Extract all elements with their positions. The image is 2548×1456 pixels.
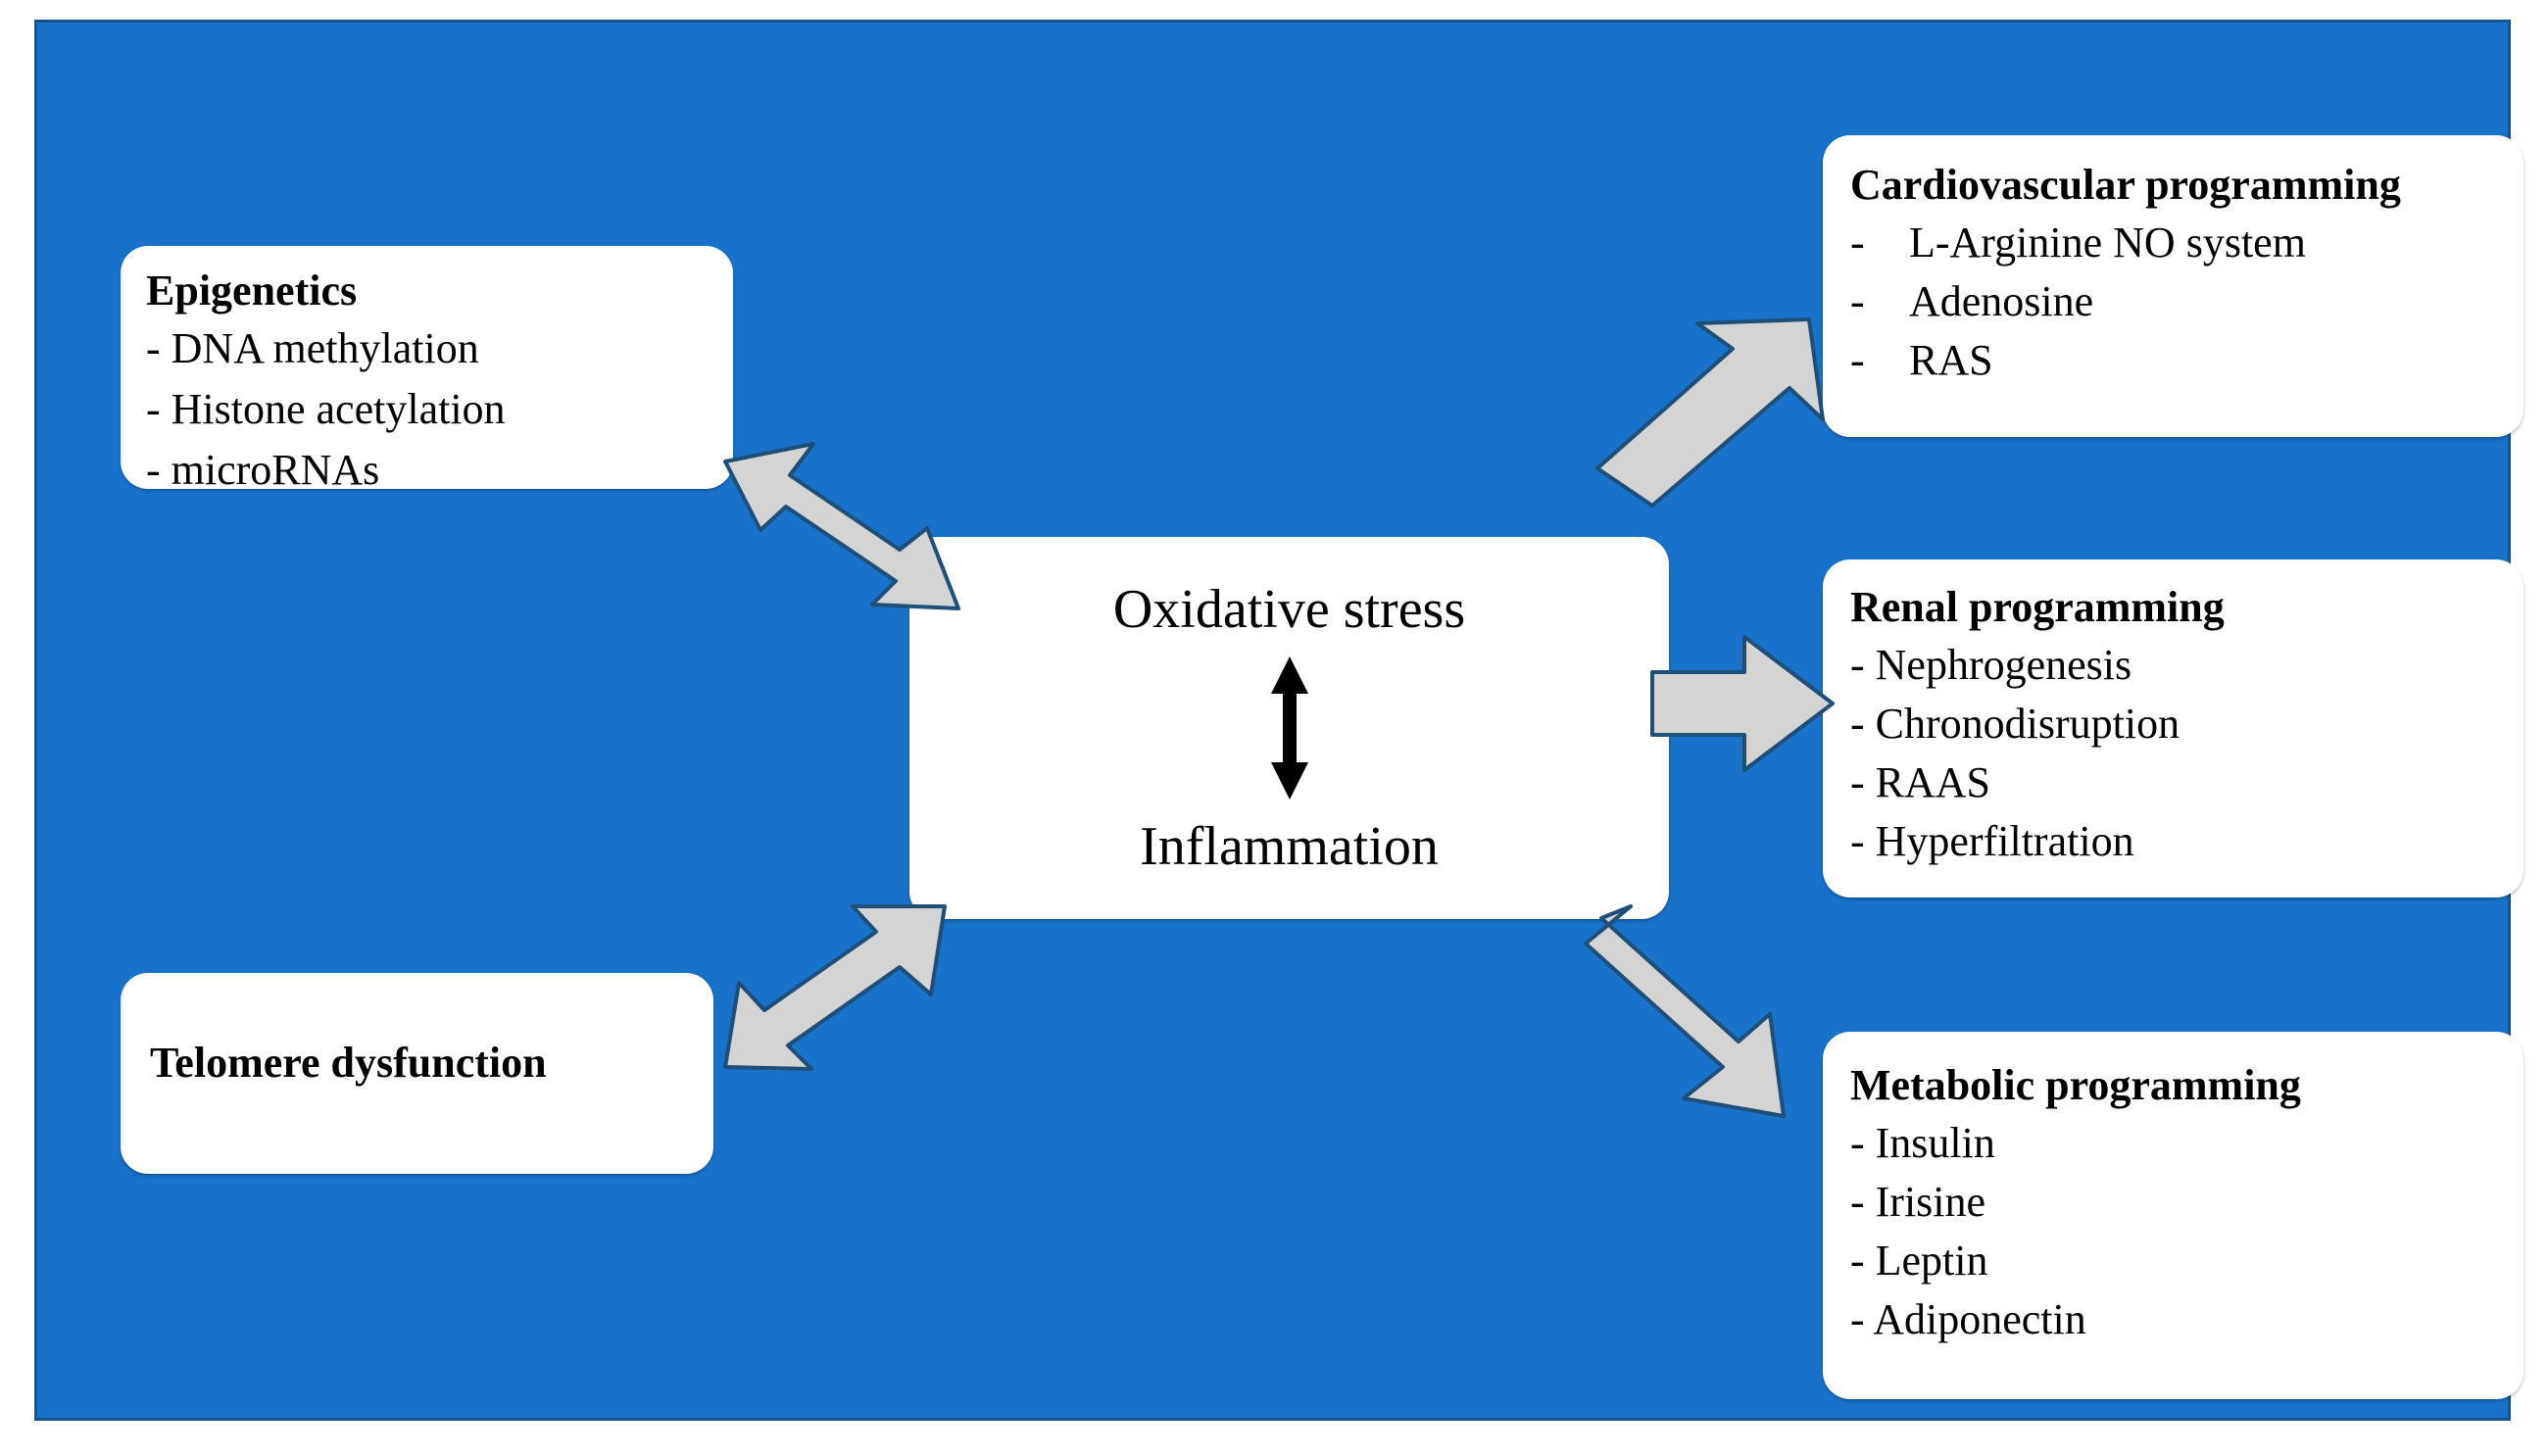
metabolic-item-2: - Leptin (1850, 1237, 1988, 1285)
renal-item-1: - Chronodisruption (1850, 700, 2180, 748)
epigenetics-item-1: - Histone acetylation (146, 385, 506, 433)
arrow-right-renal-icon (1650, 635, 1835, 772)
telomere-dysfunction-box: Telomere dysfunction (121, 973, 713, 1174)
cardiovascular-item-2-text: RAS (1909, 336, 1993, 384)
renal-item-0: - Nephrogenesis (1850, 641, 2132, 689)
oxidative-stress-inflammation-box: Oxidative stress Inflammation (909, 537, 1669, 919)
epigenetics-item-0: - DNA methylation (146, 324, 479, 372)
double-headed-vertical-arrow-icon (1270, 656, 1308, 800)
double-headed-diagonal-arrow-epigenetics-icon (723, 442, 960, 610)
arrow-up-right-cardiovascular-icon (1595, 317, 1825, 508)
renal-programming-box: Renal programming - Nephrogenesis - Chro… (1823, 559, 2524, 898)
cardiovascular-item-0-text: L-Arginine NO system (1909, 218, 2306, 267)
dash-marker: - (1850, 336, 1865, 384)
metabolic-title: Metabolic programming (1850, 1061, 2301, 1109)
cardiovascular-programming-box: Cardiovascular programming -L-Arginine N… (1823, 135, 2524, 437)
arrow-down-right-metabolic-icon (1584, 904, 1786, 1118)
blue-panel: Epigenetics - DNA methylation - Histone … (34, 20, 2524, 1421)
cardiovascular-item-0: -L-Arginine NO system (1850, 214, 2524, 272)
epigenetics-item-2: - microRNAs (146, 446, 380, 489)
metabolic-item-3: - Adiponectin (1850, 1295, 2086, 1343)
cardiovascular-title: Cardiovascular programming (1850, 161, 2401, 209)
renal-item-2: - RAAS (1850, 758, 1991, 806)
inflammation-label: Inflammation (1140, 816, 1439, 877)
telomere-title: Telomere dysfunction (150, 1039, 547, 1087)
double-headed-diagonal-arrow-telomere-icon (723, 904, 947, 1071)
dash-marker: - (1850, 218, 1865, 267)
metabolic-item-1: - Irisine (1850, 1178, 1986, 1226)
epigenetics-title: Epigenetics (146, 267, 358, 315)
renal-item-3: - Hyperfiltration (1850, 817, 2134, 865)
cardiovascular-item-1-text: Adenosine (1909, 277, 2094, 325)
cardiovascular-item-1: -Adenosine (1850, 272, 2524, 331)
cardiovascular-item-2: -RAS (1850, 331, 2524, 390)
metabolic-programming-box: Metabolic programming - Insulin - Irisin… (1823, 1032, 2524, 1399)
dash-marker: - (1850, 277, 1865, 325)
renal-title: Renal programming (1850, 583, 2225, 631)
metabolic-item-0: - Insulin (1850, 1119, 1995, 1167)
oxidative-stress-label: Oxidative stress (1112, 579, 1466, 640)
epigenetics-box: Epigenetics - DNA methylation - Histone … (121, 246, 733, 489)
